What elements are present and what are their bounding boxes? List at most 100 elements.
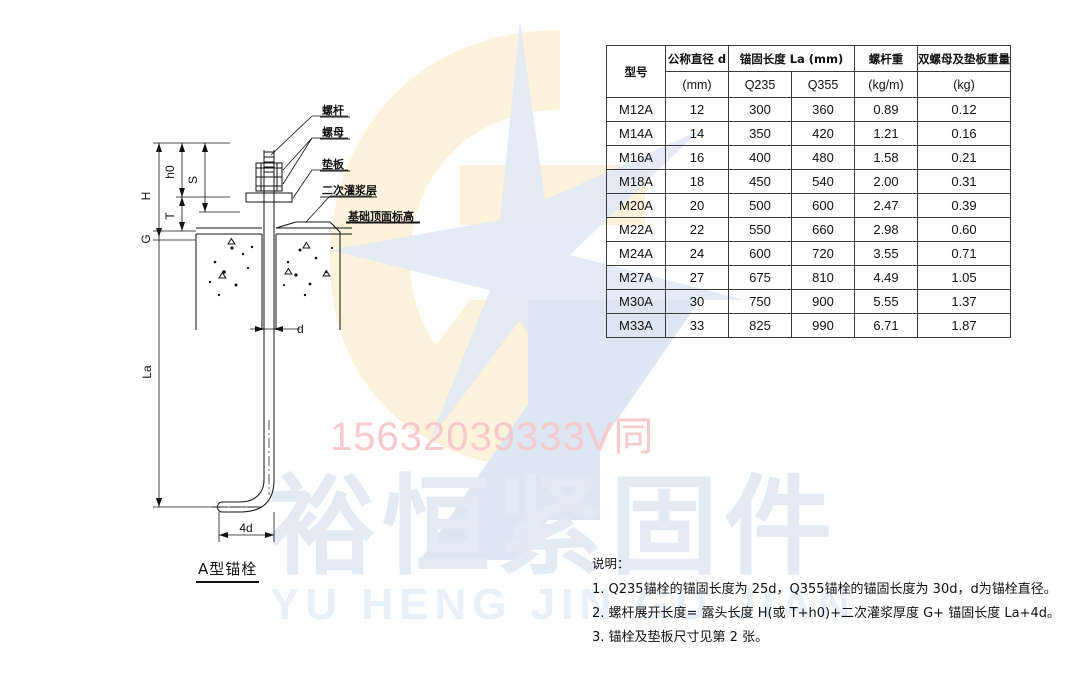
cell-q235: 450	[728, 169, 792, 194]
cell-d: 33	[665, 313, 729, 338]
notes-title: 说明：	[592, 556, 630, 571]
dimension-label-S: S	[186, 176, 200, 184]
annotation-foundation-level: 基础顶面标高	[347, 209, 414, 223]
cell-nut-weight: 0.16	[917, 121, 1011, 146]
cell-q235: 675	[728, 265, 792, 290]
dimension-label-G: G	[139, 234, 153, 243]
cell-nut-weight: 0.60	[917, 217, 1011, 242]
cell-q355: 990	[791, 313, 855, 338]
cell-q235: 600	[728, 241, 792, 266]
note-item-3: 3. 锚栓及垫板尺寸见第 2 张。	[592, 630, 769, 645]
cell-model: M30A	[606, 289, 666, 314]
cell-q355: 720	[791, 241, 855, 266]
centerline	[212, 420, 270, 508]
table-header-row-2: (mm) Q235 Q355 (kg/m) (kg)	[607, 71, 1011, 98]
cell-q235: 550	[728, 217, 792, 242]
cell-d: 24	[665, 241, 729, 266]
header-anchor-length: 锚固长度 La (mm)	[728, 45, 855, 72]
cell-rod-weight: 4.49	[854, 265, 918, 290]
dimension-label-d: d	[297, 322, 304, 336]
cell-model: M14A	[606, 121, 666, 146]
table-header-row-1: 型号 公称直径 d 锚固长度 La (mm) 螺杆重 双螺母及垫板重量	[606, 45, 1011, 98]
cell-nut-weight: 1.87	[917, 313, 1011, 338]
cell-rod-weight: 2.00	[854, 169, 918, 194]
cell-rod-weight: 5.55	[854, 289, 918, 314]
annotation-nut: 螺母	[322, 125, 344, 139]
cell-nut-weight: 0.31	[917, 169, 1011, 194]
cell-model: M24A	[606, 241, 666, 266]
cell-q355: 600	[791, 193, 855, 218]
header-model: 型号	[606, 45, 666, 98]
cell-q235: 750	[728, 289, 792, 314]
spec-table-head: 型号 公称直径 d 锚固长度 La (mm) 螺杆重 双螺母及垫板重量 (mm)…	[606, 45, 1011, 98]
drawing-caption: A型锚栓	[196, 558, 260, 583]
cell-model: M22A	[606, 217, 666, 242]
annotation-grout-layer: 二次灌浆层	[322, 183, 377, 197]
dimension-label-4d: 4d	[239, 521, 252, 535]
cell-d: 14	[665, 121, 729, 146]
cell-q355: 480	[791, 145, 855, 170]
cell-d: 22	[665, 217, 729, 242]
header-q235: Q235	[728, 71, 792, 98]
concrete-hatch	[208, 245, 334, 297]
note-item-2: 2. 螺杆展开长度= 露头长度 H(或 T+h0)+二次灌浆厚度 G+ 锚固长度…	[592, 606, 1060, 621]
cell-model: M18A	[606, 169, 666, 194]
dimension-label-H: H	[139, 192, 153, 201]
dimension-label-h0: h0	[163, 165, 177, 179]
cell-q355: 420	[791, 121, 855, 146]
header-rod-weight-unit: (kg/m)	[854, 71, 918, 98]
cell-model: M33A	[606, 313, 666, 338]
cell-nut-weight: 0.12	[917, 97, 1011, 122]
cell-d: 16	[665, 145, 729, 170]
cell-q355: 810	[791, 265, 855, 290]
cell-nut-weight: 1.37	[917, 289, 1011, 314]
cell-rod-weight: 6.71	[854, 313, 918, 338]
cell-q235: 500	[728, 193, 792, 218]
cell-d: 30	[665, 289, 729, 314]
cell-rod-weight: 2.47	[854, 193, 918, 218]
cell-nut-weight: 0.39	[917, 193, 1011, 218]
dimension-label-T: T	[163, 212, 177, 220]
dimension-arrows	[156, 143, 283, 538]
cell-q235: 350	[728, 121, 792, 146]
cell-model: M16A	[606, 145, 666, 170]
dimension-label-La: La	[140, 365, 154, 379]
header-nut-washer-weight: 双螺母及垫板重量	[917, 45, 1011, 72]
cell-d: 12	[665, 97, 729, 122]
cell-model: M20A	[606, 193, 666, 218]
cell-q355: 660	[791, 217, 855, 242]
notes-block: 说明： 1. Q235锚栓的锚固长度为 25d，Q355锚栓的锚固长度为 30d…	[592, 552, 1060, 650]
cell-model: M12A	[606, 97, 666, 122]
annotation-rod: 螺杆	[322, 103, 344, 117]
cell-d: 18	[665, 169, 729, 194]
header-nut-washer-weight-unit: (kg)	[917, 71, 1011, 98]
cell-nut-weight: 0.71	[917, 241, 1011, 266]
cell-rod-weight: 1.58	[854, 145, 918, 170]
cell-d: 27	[665, 265, 729, 290]
cell-nut-weight: 1.05	[917, 265, 1011, 290]
header-rod-weight: 螺杆重	[854, 45, 918, 72]
cell-rod-weight: 1.21	[854, 121, 918, 146]
cell-q355: 360	[791, 97, 855, 122]
cell-rod-weight: 3.55	[854, 241, 918, 266]
cell-q355: 540	[791, 169, 855, 194]
cell-q235: 400	[728, 145, 792, 170]
cell-q235: 825	[728, 313, 792, 338]
note-item-1: 1. Q235锚栓的锚固长度为 25d，Q355锚栓的锚固长度为 30d，d为锚…	[592, 582, 1057, 597]
spec-table: 型号 公称直径 d 锚固长度 La (mm) 螺杆重 双螺母及垫板重量 (mm)…	[606, 45, 1011, 338]
cell-nut-weight: 0.21	[917, 145, 1011, 170]
header-q355: Q355	[791, 71, 855, 98]
cell-model: M27A	[606, 265, 666, 290]
header-nominal-diameter: 公称直径 d	[665, 45, 729, 72]
annotation-washer-plate: 垫板	[322, 157, 345, 171]
